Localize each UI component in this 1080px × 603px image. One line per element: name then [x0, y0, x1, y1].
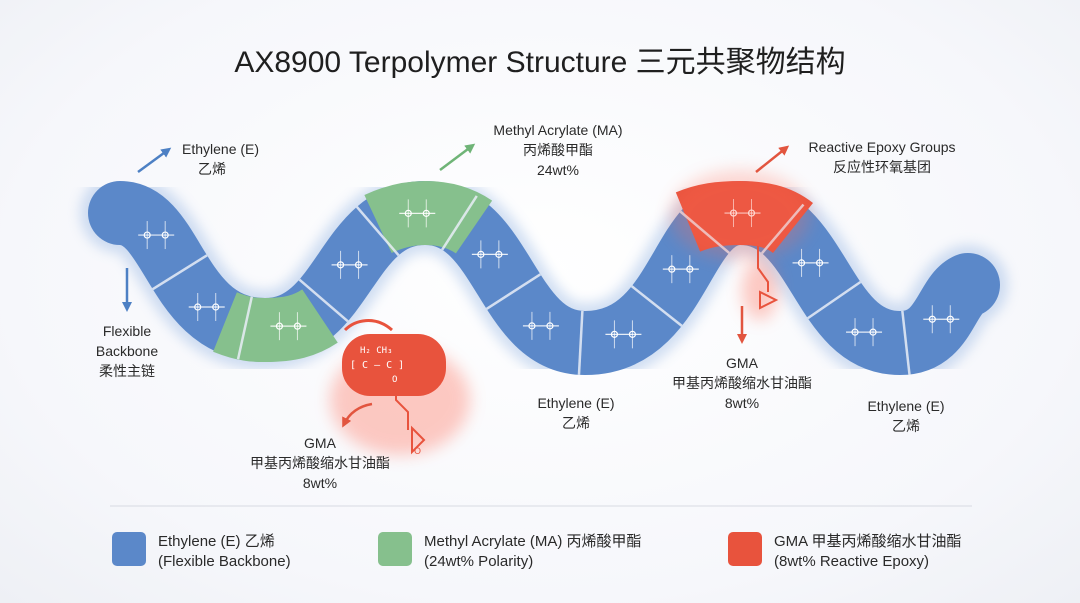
legend-ma-line2: (24wt% Polarity) [424, 553, 533, 570]
legend-ma-line1: Methyl Acrylate (MA) 丙烯酸甲酯 [424, 533, 642, 550]
svg-text:[ C — C ]: [ C — C ] [350, 360, 404, 371]
flexible-label-2: Backbone [96, 343, 158, 359]
ma-top-wt: 24wt% [537, 162, 579, 178]
gma-left-zh: 甲基丙烯酸缩水甘油酯 [250, 455, 390, 471]
ethylene-top-zh: 乙烯 [198, 161, 226, 177]
segment-divider [236, 296, 254, 360]
segment-divider [485, 273, 542, 310]
ethylene-right-label: Ethylene (E) [867, 398, 944, 414]
ethylene-top-label: Ethylene (E) [182, 141, 259, 157]
ethylene-mid-zh: 乙烯 [562, 415, 590, 431]
gma-right-label: GMA [726, 355, 759, 371]
epoxy-top-label: Reactive Epoxy Groups [808, 139, 955, 155]
polymer-chain [80, 172, 1008, 384]
monomer-glyph [522, 311, 559, 340]
monomer-glyph [331, 250, 368, 279]
svg-text:H₂ CH₃: H₂ CH₃ [360, 346, 393, 356]
segment-divider [441, 195, 478, 251]
segment-divider [355, 206, 400, 257]
segment-divider [577, 310, 584, 375]
arrow-ethylene-top [137, 147, 172, 174]
monomer-glyph [605, 320, 642, 349]
gma-right-zh: 甲基丙烯酸缩水甘油酯 [672, 375, 812, 391]
epoxy-top-zh: 反应性环氧基团 [833, 159, 931, 175]
monomer-glyph [399, 199, 436, 228]
monomer-glyph [471, 240, 508, 269]
arrow-ma-top [439, 143, 476, 171]
legend-ethylene-line1: Ethylene (E) 乙烯 [158, 533, 275, 550]
monomer-glyph [792, 248, 829, 277]
legend-swatch-ma [378, 532, 412, 566]
flexible-label-zh: 柔性主链 [99, 363, 155, 379]
svg-text:O: O [414, 447, 421, 457]
monomer-glyph [846, 318, 883, 347]
segment-divider [807, 280, 862, 320]
legend-gma-line2: (8wt% Reactive Epoxy) [774, 553, 929, 570]
monomer-glyph [138, 221, 175, 250]
gma-left-wt: 8wt% [303, 475, 337, 491]
segment-divider [298, 278, 349, 323]
monomer-glyph [188, 292, 225, 321]
arrow-epoxy-top [755, 145, 790, 173]
gma-pendant: H₂ CH₃ [ C — C ] O O [330, 319, 470, 457]
page-title: AX8900 Terpolymer Structure 三元共聚物结构 [234, 46, 845, 79]
gma-right-wt: 8wt% [725, 395, 759, 411]
legend: Ethylene (E) 乙烯 (Flexible Backbone) Meth… [112, 532, 962, 570]
legend-swatch-gma [728, 532, 762, 566]
ethylene-right-zh: 乙烯 [892, 418, 920, 434]
monomer-glyph [923, 305, 960, 334]
svg-text:O: O [392, 375, 397, 385]
legend-ethylene-line2: (Flexible Backbone) [158, 553, 291, 570]
monomer-glyph [270, 312, 307, 341]
legend-gma-line1: GMA 甲基丙烯酸缩水甘油酯 [774, 533, 962, 550]
monomer-glyph [662, 255, 699, 284]
ma-top-zh: 丙烯酸甲酯 [523, 142, 593, 158]
segment-divider [901, 310, 911, 375]
ma-top-label: Methyl Acrylate (MA) [493, 122, 622, 138]
ethylene-mid-label: Ethylene (E) [537, 395, 614, 411]
gma-left-label: GMA [304, 435, 337, 451]
segment-divider [152, 254, 208, 291]
gma-top-pendant [757, 246, 779, 310]
arrow-gma-left [342, 402, 373, 428]
ma-segment-left [213, 288, 338, 363]
segment-divider [630, 285, 683, 327]
flexible-label-1: Flexible [103, 323, 151, 339]
legend-swatch-ethylene [112, 532, 146, 566]
